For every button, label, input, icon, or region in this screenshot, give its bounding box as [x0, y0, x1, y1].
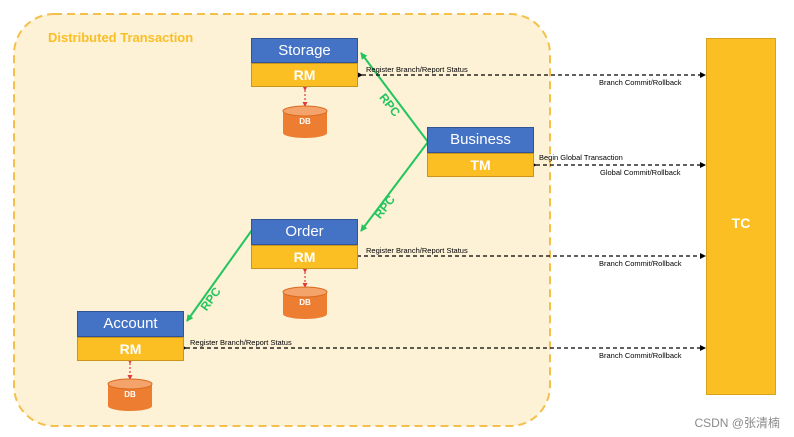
storage-db-cylinder — [282, 105, 328, 138]
global-commit-label: Global Commit/Rollback — [600, 168, 681, 177]
region-title: Distributed Transaction — [48, 30, 194, 45]
business-service-box: Business — [427, 127, 534, 153]
order-register-label: Register Branch/Report Status — [366, 246, 468, 255]
order-db-label: DB — [299, 298, 311, 307]
tc-box: TC — [706, 38, 776, 395]
storage-branch-commit-label: Branch Commit/Rollback — [599, 78, 682, 87]
business-tm-box: TM — [427, 153, 534, 177]
account-rm-box: RM — [77, 337, 184, 361]
watermark: CSDN @张清楠 — [694, 416, 780, 430]
account-db-cylinder — [107, 378, 153, 411]
rpc-link-order-account — [186, 229, 253, 322]
account-db-label: DB — [124, 390, 136, 399]
account-service-box: Account — [77, 311, 184, 337]
tc-label: TC — [731, 215, 751, 231]
order-db-cylinder — [282, 286, 328, 319]
storage-service-box: Storage — [251, 38, 358, 63]
order-rm-box: RM — [251, 245, 358, 269]
account-register-label: Register Branch/Report Status — [190, 338, 292, 347]
storage-db-label: DB — [299, 117, 311, 126]
rpc-link-business-storage — [360, 52, 429, 143]
account-branch-commit-label: Branch Commit/Rollback — [599, 351, 682, 360]
storage-register-label: Register Branch/Report Status — [366, 65, 468, 74]
rpc-link-business-order — [360, 141, 429, 232]
storage-rm-box: RM — [251, 63, 358, 87]
begin-global-label: Begin Global Transaction — [539, 153, 623, 162]
order-service-box: Order — [251, 219, 358, 245]
order-branch-commit-label: Branch Commit/Rollback — [599, 259, 682, 268]
